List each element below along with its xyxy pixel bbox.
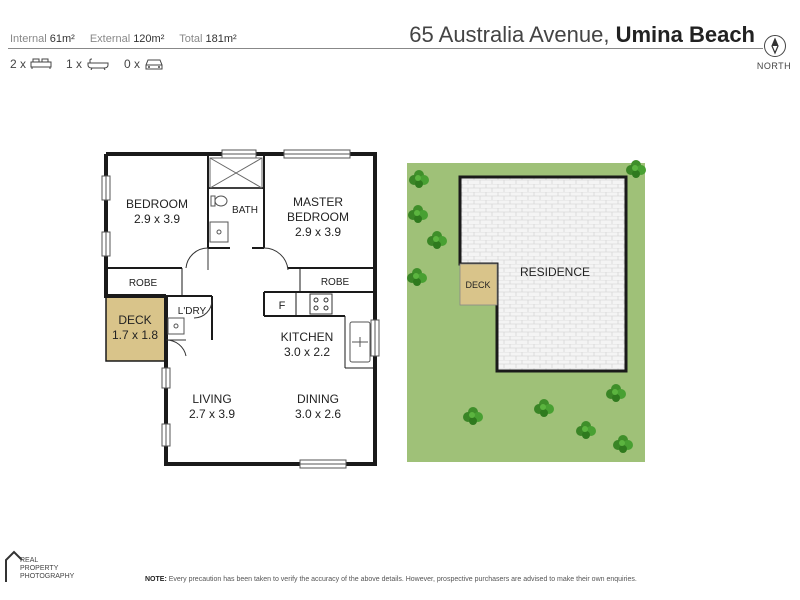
company-logo-icon: [5, 550, 23, 582]
vanity-icon: [209, 221, 229, 243]
site-deck-label: DECK: [465, 280, 490, 290]
company-logo-text: REAL PROPERTY PHOTOGRAPHY: [20, 557, 75, 580]
external-value: 120m²: [133, 33, 165, 45]
internal-label: Internal: [10, 33, 47, 45]
feature-counts: 2 x 1 x 0 x: [10, 57, 174, 71]
address-street: 65 Australia Avenue,: [409, 22, 610, 47]
robe-right-label: ROBE: [321, 277, 350, 288]
external-label: External: [89, 33, 131, 45]
address-suburb: Umina Beach: [615, 22, 755, 47]
car-icon: [145, 59, 163, 69]
living-size: 2.7 x 3.9: [189, 407, 235, 421]
compass-icon: [764, 35, 786, 57]
deck-name: DECK: [118, 313, 151, 327]
header-divider: [8, 48, 763, 49]
joinery: [181, 268, 375, 369]
robe-left-label: ROBE: [129, 278, 158, 289]
toilet-icon: [210, 195, 228, 207]
total-label: Total: [179, 33, 203, 45]
kitchen-size: 3.0 x 2.2: [284, 345, 330, 359]
deck-size: 1.7 x 1.8: [112, 328, 158, 342]
north-label: NORTH: [756, 61, 792, 71]
bathroom-count: 1 x: [66, 57, 83, 71]
door-swings: [165, 247, 289, 357]
laundry-tub-icon: [167, 317, 185, 335]
total-value: 181m²: [205, 33, 237, 45]
dining-name: DINING: [297, 392, 339, 406]
bedroom-count: 2 x: [10, 57, 27, 71]
bedroom-size: 2.9 x 3.9: [134, 212, 180, 226]
bed-icon: [30, 58, 52, 69]
carspace-count: 0 x: [124, 57, 141, 71]
kitchen-sink-icon: [349, 321, 371, 363]
disclaimer-label: NOTE:: [145, 576, 167, 583]
living-name: LIVING: [192, 392, 231, 406]
internal-value: 61m²: [49, 33, 75, 45]
shower: [209, 157, 263, 189]
master-name-line1: MASTER: [293, 195, 343, 209]
deck-area: [105, 295, 167, 362]
residence-label: RESIDENCE: [520, 265, 590, 279]
laundry-name: L'DRY: [178, 306, 207, 317]
site-deck: [459, 263, 498, 306]
windows: [101, 149, 380, 469]
kitchen-name: KITCHEN: [281, 330, 334, 344]
disclaimer: NOTE: Every precaution has been taken to…: [145, 576, 637, 583]
bath-icon: [87, 58, 109, 70]
dining-size: 3.0 x 2.6: [295, 407, 341, 421]
master-size: 2.9 x 3.9: [295, 225, 341, 239]
property-address: 65 Australia Avenue, Umina Beach: [400, 22, 755, 48]
bath-name: BATH: [232, 205, 258, 216]
fridge-label: F: [279, 300, 286, 312]
master-name-line2: BEDROOM: [287, 210, 349, 224]
cooktop-icon: [309, 293, 333, 315]
bedroom-name: BEDROOM: [126, 197, 188, 211]
disclaimer-text: Every precaution has been taken to verif…: [168, 576, 637, 583]
